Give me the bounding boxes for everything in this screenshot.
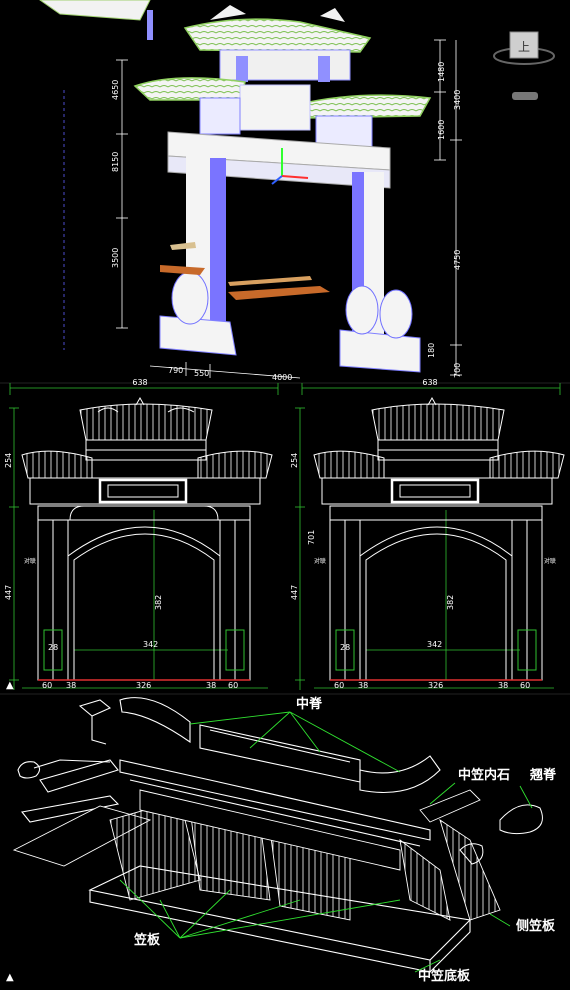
- dim-4650: 4650: [111, 80, 120, 100]
- ucs-icon-bottom: ▲: [6, 972, 14, 983]
- dim-1600: 1600: [437, 120, 446, 140]
- dim-382-right: 382: [446, 595, 455, 610]
- dim-8150: 8150: [111, 152, 120, 172]
- dim-3400: 3400: [453, 90, 462, 110]
- elevation-left: 638 254 447 382 342 28: [4, 378, 279, 690]
- dim-254-right: 254: [290, 453, 299, 468]
- dim-180: 180: [427, 343, 436, 358]
- dim-342-right: 342: [427, 640, 442, 649]
- svg-text:38: 38: [498, 681, 508, 690]
- label-zhongji: 中脊: [296, 696, 323, 712]
- viewcube-widget[interactable]: 上: [493, 31, 555, 100]
- panel-3d-render: 4650 8150 3500 1480 3400 1600 4750 180 7…: [0, 0, 570, 382]
- callout-leaders: [119, 711, 533, 973]
- roof-fragment: [39, 0, 151, 21]
- elevation-right: 638 254 447 701 382 342 28: [290, 378, 565, 690]
- couplet-label-left: 对联: [24, 557, 36, 565]
- panel-exploded-roof: 中脊 中笠内石 翘脊 侧笠板 笠板 中笠底板 ▲: [0, 693, 570, 984]
- label-qiaoji: 翘脊: [529, 767, 557, 783]
- label-liban: 笠板: [133, 932, 161, 948]
- right-lower-roof: [299, 94, 432, 119]
- left-lower-roof: [133, 77, 246, 101]
- dim-width-top-right: 638: [422, 378, 437, 387]
- ucs-icon-mid: ▲: [6, 680, 14, 691]
- svg-text:60: 60: [334, 681, 344, 690]
- top-roof: [183, 18, 372, 53]
- panel-elevation-drawings: 638 254 447 382 342 28: [0, 378, 570, 691]
- dim-width-top: 638: [132, 378, 147, 387]
- dim-790: 790: [168, 366, 183, 375]
- svg-text:326: 326: [136, 681, 151, 690]
- dimension-lines-left: [63, 59, 128, 350]
- dimension-lines-right: [434, 39, 462, 376]
- dim-550: 550: [194, 369, 209, 378]
- dim-4750: 4750: [453, 250, 462, 270]
- dim-700: 700: [453, 363, 462, 378]
- dim-447-right: 447: [290, 585, 299, 600]
- viewcube-menu-icon[interactable]: [512, 92, 538, 100]
- dim-701: 701: [307, 530, 316, 545]
- svg-text:60: 60: [520, 681, 530, 690]
- bottom-dims-left: 60 38 326 38 60: [42, 681, 238, 690]
- dimension-lines-bottom: [149, 362, 301, 379]
- svg-text:38: 38: [66, 681, 76, 690]
- dim-342: 342: [143, 640, 158, 649]
- svg-text:60: 60: [42, 681, 52, 690]
- svg-text:326: 326: [428, 681, 443, 690]
- dim-447: 447: [4, 585, 13, 600]
- viewcube-face-label: 上: [518, 40, 530, 54]
- roof-tile-slabs: [12, 789, 501, 921]
- label-celiban: 侧笠板: [516, 918, 556, 934]
- dim-1480: 1480: [437, 62, 446, 82]
- dim-4000: 4000: [272, 373, 292, 382]
- svg-text:38: 38: [358, 681, 368, 690]
- bottom-dims-right: 60 38 326 38 60: [334, 681, 530, 690]
- dim-254: 254: [4, 453, 13, 468]
- archway-3d-model: [133, 5, 432, 373]
- dim-382: 382: [154, 595, 163, 610]
- svg-text:60: 60: [228, 681, 238, 690]
- svg-text:38: 38: [206, 681, 216, 690]
- dim-3500: 3500: [111, 248, 120, 268]
- couplet-label-right-2: 对联: [544, 557, 556, 565]
- label-zhongli-neishi: 中笠内石: [458, 767, 510, 783]
- couplet-label-right: 对联: [314, 557, 326, 565]
- label-zhongli-diban: 中笠底板: [418, 968, 471, 984]
